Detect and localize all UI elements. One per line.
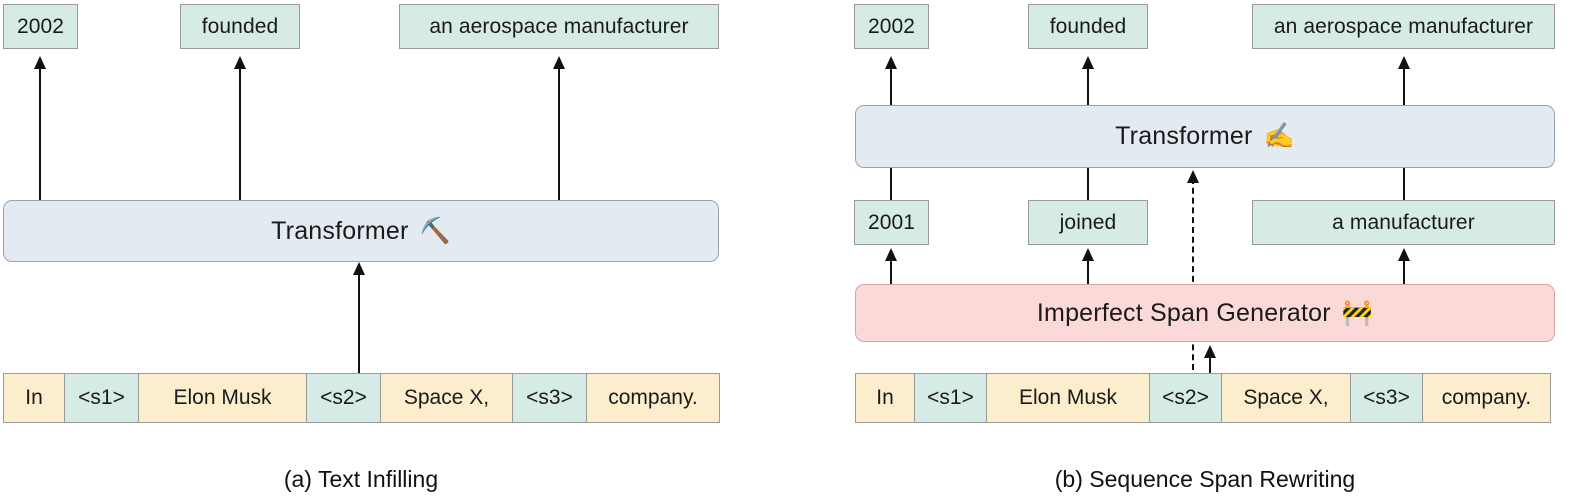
input-token-label: In [876,386,894,409]
transformer-label: Transformer [1115,122,1253,150]
input-token-label: Elon Musk [173,386,272,409]
input-token-sentinel: <s1> [63,373,140,423]
generator-label: Imperfect Span Generator [1036,298,1331,327]
input-token-label: <s3> [526,386,573,409]
connector-span-to-transformer [1403,168,1405,200]
input-token-label: In [25,386,43,409]
connector-span-to-transformer [1087,168,1089,200]
output-span-box: founded [180,4,300,49]
arrowhead-icon [1186,170,1199,183]
output-span-box: founded [1028,4,1148,49]
connector-span-to-transformer [890,168,892,200]
transformer-module: Transformer ✍️ [855,105,1555,168]
input-token-sentinel: <s2> [1148,373,1223,423]
input-token-label: Space X, [403,386,490,409]
input-token-label: <s2> [320,386,367,409]
output-span-label: founded [1049,15,1127,38]
output-span-label: 2002 [16,15,65,38]
output-span-box: 2002 [3,4,78,49]
input-token-label: Elon Musk [1018,386,1118,409]
transformer-label: Transformer [271,216,409,245]
input-token-label: <s1> [78,386,125,409]
input-token-label: company. [1441,386,1532,409]
input-token: Elon Musk [138,373,307,423]
intermediate-span-label: 2001 [867,211,916,234]
intermediate-span-box: 2001 [854,200,929,245]
intermediate-span-box: a manufacturer [1252,200,1555,245]
input-token: In [3,373,65,423]
input-token: Elon Musk [986,373,1150,423]
input-token-label: Space X, [1243,386,1329,409]
input-token-sentinel: <s3> [511,373,588,423]
input-token: company. [1422,373,1551,423]
panel-text-infilling: 2002 founded an aerospace manufacturer T… [0,0,760,499]
imperfect-span-generator-module: Imperfect Span Generator 🚧 [855,284,1555,342]
output-span-box: an aerospace manufacturer [399,4,719,49]
writing-hand-emoji: ✍️ [1263,122,1295,150]
output-span-label: founded [201,15,279,38]
input-token-sentinel: <s3> [1349,373,1424,423]
input-token: In [855,373,915,423]
input-token-label: <s2> [1162,386,1209,409]
input-token-sentinel: <s1> [913,373,988,423]
output-span-label: an aerospace manufacturer [429,15,689,38]
panel-sequence-span-rewriting: 2002 founded an aerospace manufacturer T… [840,0,1575,499]
input-token-label: <s3> [1363,386,1410,409]
input-token-strip: In <s1> Elon Musk <s2> Space X, <s3> com… [855,373,1551,423]
input-token-strip: In <s1> Elon Musk <s2> Space X, <s3> com… [3,373,720,423]
pick-shovel-digging-emoji: ⛏️ [419,216,451,245]
intermediate-span-box: joined [1028,200,1148,245]
panel-caption: (b) Sequence Span Rewriting [1054,466,1356,492]
output-span-label: 2002 [867,15,916,38]
input-token: Space X, [380,373,513,423]
input-token: Space X, [1221,373,1351,423]
output-span-box: 2002 [854,4,929,49]
panel-caption: (a) Text Infilling [283,466,439,492]
output-span-label: an aerospace manufacturer [1273,15,1534,38]
output-span-box: an aerospace manufacturer [1252,4,1555,49]
input-token: company. [586,373,720,423]
construction-sign-emoji: 🚧 [1341,298,1374,327]
intermediate-span-label: joined [1059,211,1117,234]
input-token-label: <s1> [927,386,974,409]
intermediate-span-label: a manufacturer [1332,211,1475,234]
input-token-label: company. [608,386,698,409]
input-token-sentinel: <s2> [305,373,382,423]
transformer-module: Transformer ⛏️ [3,200,719,262]
